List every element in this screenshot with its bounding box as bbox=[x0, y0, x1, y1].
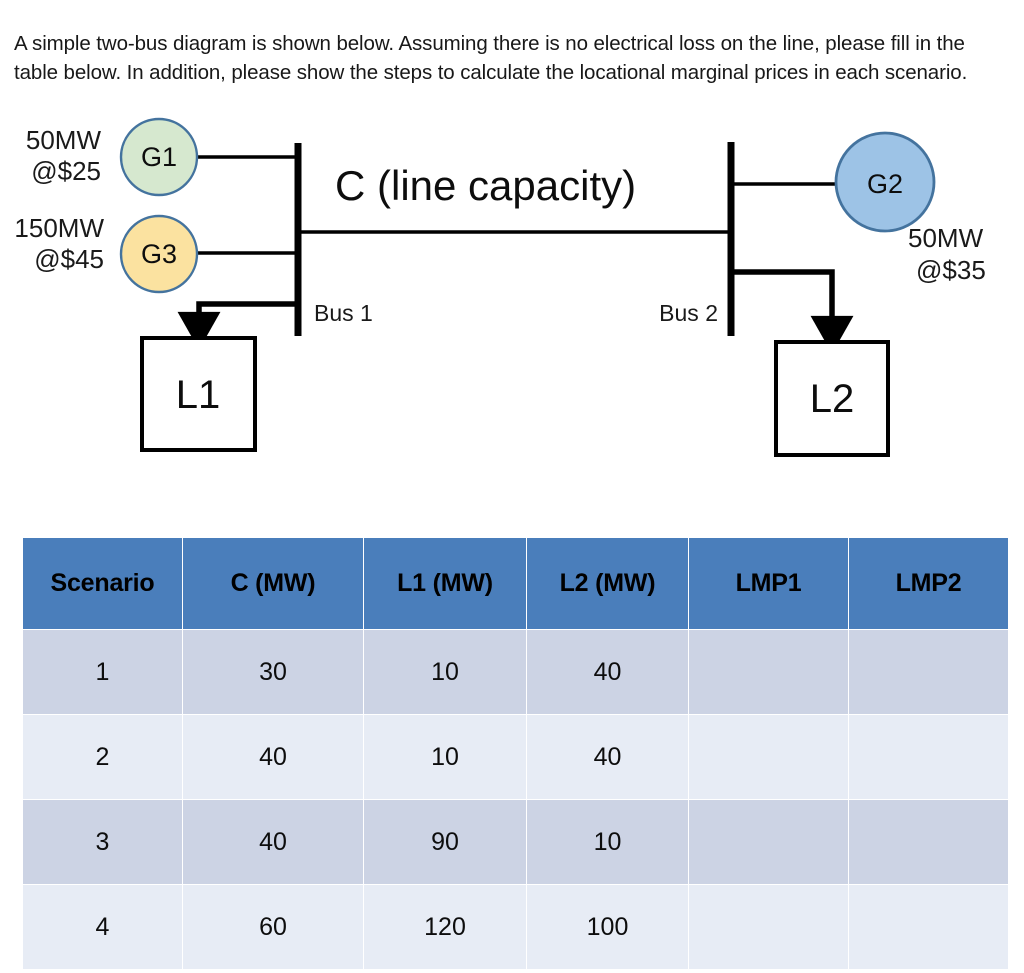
table-header-row: Scenario C (MW) L1 (MW) L2 (MW) LMP1 LMP… bbox=[22, 537, 1009, 630]
table-row: 2 40 10 40 bbox=[22, 714, 1009, 800]
cell-l2: 100 bbox=[526, 884, 689, 970]
bus2-label: Bus 2 bbox=[659, 300, 718, 326]
generator-g3-capacity: 150MW bbox=[14, 213, 104, 243]
cell-l2: 10 bbox=[526, 799, 689, 885]
load-l2-box bbox=[774, 340, 890, 457]
generator-g3-node bbox=[119, 214, 199, 294]
cell-lmp1[interactable] bbox=[688, 799, 849, 885]
problem-statement: A simple two-bus diagram is shown below.… bbox=[14, 31, 968, 84]
cell-c: 60 bbox=[182, 884, 364, 970]
generator-g1-price: @$25 bbox=[31, 156, 101, 186]
load-l1-label: L1 bbox=[176, 373, 221, 417]
generator-g2-price: @$35 bbox=[916, 255, 986, 285]
table-row: 1 30 10 40 bbox=[22, 629, 1009, 715]
generator-g1-capacity: 50MW bbox=[26, 125, 102, 155]
header-lmp2: LMP2 bbox=[848, 537, 1009, 630]
cell-scenario: 2 bbox=[22, 714, 183, 800]
generator-g1-label: G1 bbox=[141, 142, 177, 172]
cell-l2: 40 bbox=[526, 629, 689, 715]
cell-lmp2[interactable] bbox=[848, 714, 1009, 800]
cell-lmp2[interactable] bbox=[848, 884, 1009, 970]
cell-l1: 10 bbox=[363, 629, 527, 715]
cell-scenario: 1 bbox=[22, 629, 183, 715]
l1-feeder bbox=[177, 301, 300, 350]
table-row: 3 40 90 10 bbox=[22, 799, 1009, 885]
cell-lmp1[interactable] bbox=[688, 884, 849, 970]
cell-scenario: 4 bbox=[22, 884, 183, 970]
cell-lmp1[interactable] bbox=[688, 714, 849, 800]
header-scenario: Scenario bbox=[22, 537, 183, 630]
table-row: 4 60 120 100 bbox=[22, 884, 1009, 970]
scenario-table: Scenario C (MW) L1 (MW) L2 (MW) LMP1 LMP… bbox=[22, 537, 1009, 970]
cell-lmp1[interactable] bbox=[688, 629, 849, 715]
two-bus-diagram: G1 50MW @$25 G3 150MW @$45 G2 50MW @$35 … bbox=[0, 108, 1024, 468]
generator-g2-capacity: 50MW bbox=[908, 223, 984, 253]
header-l1-mw: L1 (MW) bbox=[363, 537, 527, 630]
line-capacity-label: C (line capacity) bbox=[335, 162, 636, 209]
header-l2-mw: L2 (MW) bbox=[526, 537, 689, 630]
cell-c: 40 bbox=[182, 714, 364, 800]
cell-scenario: 3 bbox=[22, 799, 183, 885]
cell-c: 30 bbox=[182, 629, 364, 715]
l2-feeder bbox=[729, 269, 854, 354]
cell-l1: 120 bbox=[363, 884, 527, 970]
cell-lmp2[interactable] bbox=[848, 799, 1009, 885]
cell-l1: 10 bbox=[363, 714, 527, 800]
bus1-label: Bus 1 bbox=[314, 300, 373, 326]
header-c-mw: C (MW) bbox=[182, 537, 364, 630]
header-lmp1: LMP1 bbox=[688, 537, 849, 630]
generator-g2-label: G2 bbox=[867, 169, 903, 199]
generator-g2-node bbox=[834, 131, 936, 233]
cell-l2: 40 bbox=[526, 714, 689, 800]
cell-lmp2[interactable] bbox=[848, 629, 1009, 715]
generator-g1-node bbox=[119, 117, 199, 197]
generator-g3-label: G3 bbox=[141, 239, 177, 269]
cell-c: 40 bbox=[182, 799, 364, 885]
load-l2-label: L2 bbox=[810, 377, 855, 421]
cell-l1: 90 bbox=[363, 799, 527, 885]
load-l1-box bbox=[140, 336, 257, 452]
generator-g3-price: @$45 bbox=[34, 244, 104, 274]
